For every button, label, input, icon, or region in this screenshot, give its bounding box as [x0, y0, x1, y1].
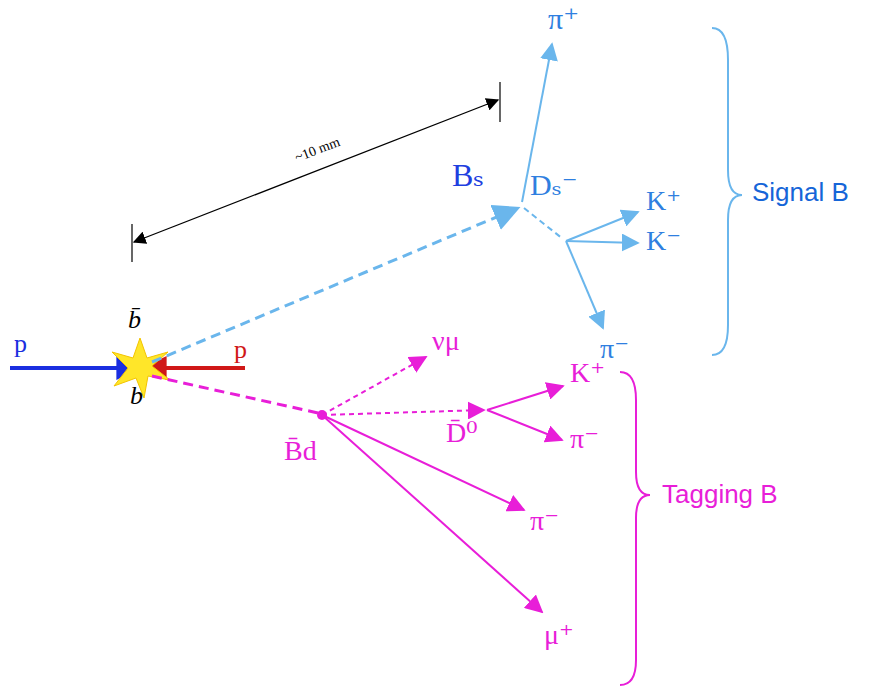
group-label: Tagging B — [662, 480, 778, 509]
particle-label: B̄d — [284, 436, 317, 467]
particle-label: μ⁺ — [544, 620, 574, 651]
particle-label: D̄⁰ — [446, 418, 477, 449]
beam-label: p — [234, 336, 247, 365]
particle-label: π⁻ — [570, 424, 599, 455]
beam-label: p — [14, 330, 27, 359]
quark-label: b — [130, 382, 143, 411]
particle-label: K⁻ — [646, 226, 681, 257]
particle-label: K⁺ — [646, 186, 681, 217]
particle-label: Dₛ⁻ — [530, 168, 578, 201]
quark-label: b̄ — [128, 306, 141, 335]
group-label: Signal B — [752, 178, 849, 207]
dimension-label: ~10 mm — [290, 134, 343, 167]
particle-label: π⁻ — [530, 506, 559, 537]
particle-label: νμ — [432, 326, 460, 357]
particle-label: K⁺ — [570, 358, 605, 389]
particle-label: π⁺ — [548, 2, 579, 35]
particle-label: Bₛ — [452, 158, 484, 193]
